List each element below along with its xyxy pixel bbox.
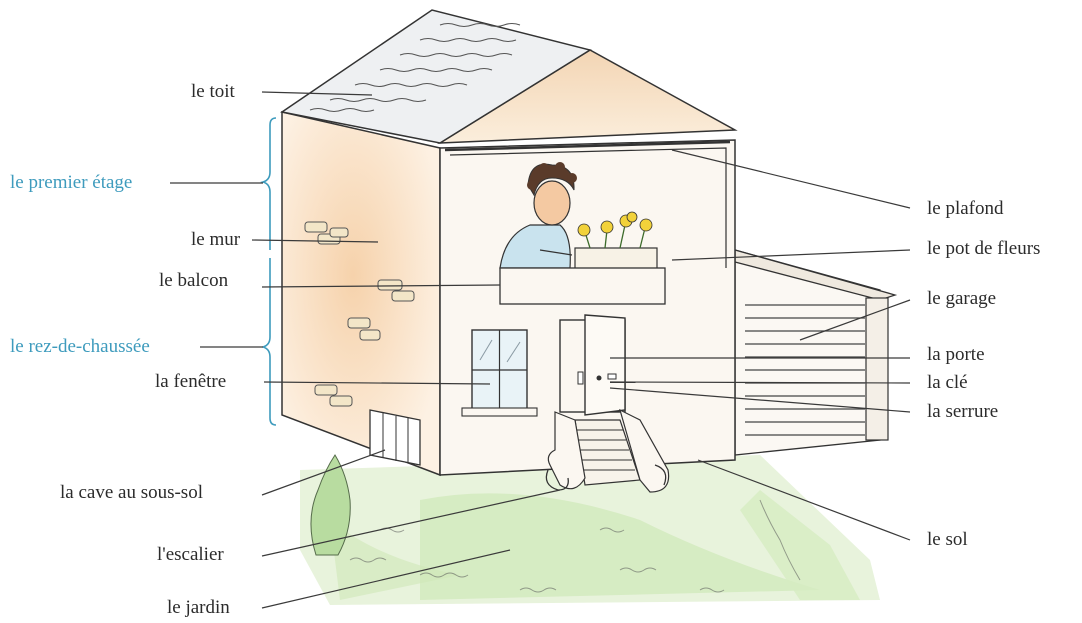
garage: [735, 250, 895, 455]
label-ground-floor: le rez-de-chaussée: [10, 336, 150, 358]
label-lock: la serrure: [927, 401, 998, 423]
window: [462, 330, 537, 416]
label-garage: le garage: [927, 288, 996, 310]
label-balcony: le balcon: [159, 270, 228, 292]
label-first-floor: le premier étage: [10, 172, 132, 194]
label-ground: le sol: [927, 529, 968, 551]
label-key: la clé: [927, 372, 968, 394]
floor-braces: [263, 118, 276, 425]
balcony: [500, 268, 665, 304]
label-wall: le mur: [191, 229, 240, 251]
label-cellar: la cave au sous-sol: [60, 482, 203, 504]
label-window: la fenêtre: [155, 371, 226, 393]
label-stairs: l'escalier: [157, 544, 224, 566]
door: [560, 315, 625, 415]
label-garden: le jardin: [167, 597, 230, 619]
label-door: la porte: [927, 344, 985, 366]
label-flower-pot: le pot de fleurs: [927, 238, 1040, 260]
label-ceiling: le plafond: [927, 198, 1004, 220]
label-roof: le toit: [191, 81, 235, 103]
cellar-window: [370, 410, 420, 465]
